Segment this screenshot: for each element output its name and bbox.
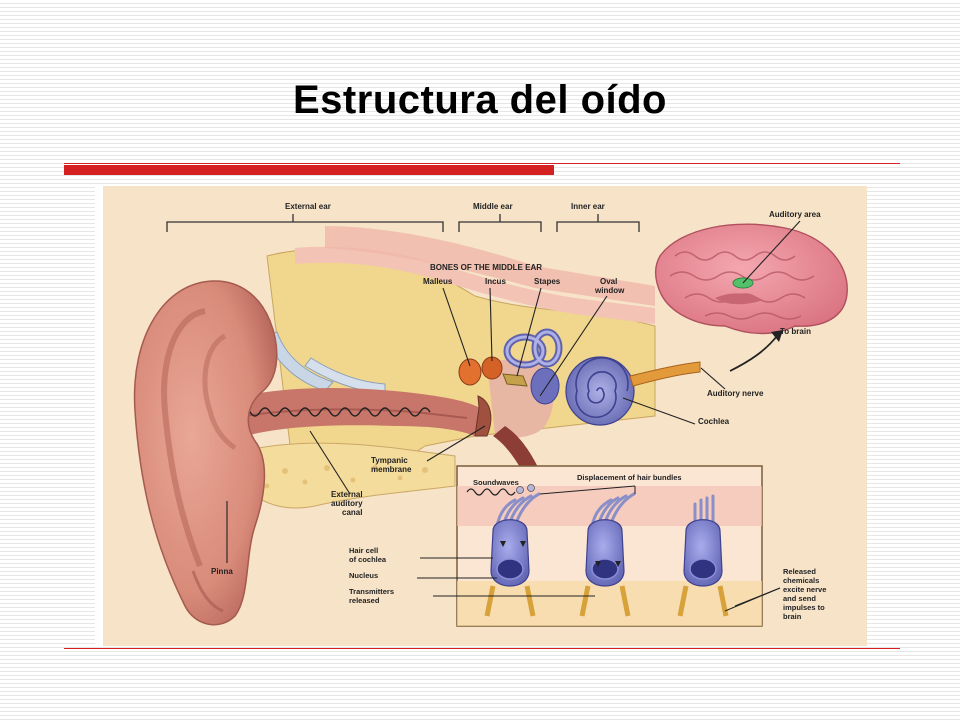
inner-ear-label: Inner ear [571,202,605,211]
cartilage-strip [264,331,334,392]
stapes-bone [502,373,528,387]
antihelix-fold [202,333,237,451]
leader-lines [226,220,801,563]
hair-cell-label-1: Hair cell [349,546,378,555]
skin-layer [295,246,655,324]
canal-shade [244,408,468,419]
wave-bead-2 [527,484,535,492]
released-label-2: chemicals [783,576,819,585]
brain-shape [654,223,848,335]
released-label-6: brain [783,612,802,621]
incus-label: Incus [485,277,506,286]
oval-window-label-1: Oval [600,277,617,286]
helix-fold [161,308,206,568]
earlobe-fold [191,570,224,613]
malleus-bone [458,358,482,386]
cochlea-spiral [575,357,629,418]
released-label-4: and send [783,594,816,603]
soundwaves-label: Soundwaves [473,478,519,487]
bottom-rule [64,648,900,649]
title-underline [64,165,554,175]
auditory-nerve-label: Auditory nerve [707,389,764,398]
canal-label-3: canal [342,508,362,517]
section-brackets [166,214,640,232]
released-label-3: excite nerve [783,585,826,594]
bones-heading: BONES OF THE MIDDLE EAR [430,263,542,272]
released-label-1: Released [783,567,816,576]
auditory-area-label: Auditory area [769,210,821,219]
to-brain-arrow [729,335,778,372]
slide-title: Estructura del oído [293,78,667,122]
top-rule [64,163,900,164]
canal-label-2: auditory [331,499,363,508]
oval-window-label-2: window [594,286,625,295]
hair-cell-inset [417,465,781,627]
hair-cell-label-2: of cochlea [349,555,387,564]
cartilage-strip-2 [304,357,386,395]
mastoid-bone [244,442,456,509]
tissue-layer [325,226,655,306]
to-brain-arrowhead [771,330,783,342]
stapes-label: Stapes [534,277,561,286]
inset-leader-lines [417,485,781,612]
bone-pores [264,465,428,489]
middle-ear-label: Middle ear [473,202,513,211]
inset-arrows [500,541,621,567]
cochlea-label: Cochlea [698,417,730,426]
displacement-label: Displacement of hair bundles [577,473,682,482]
pinna-shape [133,280,278,626]
transmitters-label-1: Transmitters [349,587,394,596]
tympanic-label-2: membrane [371,465,412,474]
ear-canal [235,388,480,436]
cochlea-shape [565,356,635,426]
canal-label-1: External [331,490,363,499]
tympanic-membrane-shape [474,395,492,437]
soundwave-icon [239,407,431,417]
tympanic-label-1: Tympanic [371,456,408,465]
hair-cell-1 [484,492,541,617]
temporal-lobe-fold [715,293,763,305]
semicircular-highlight [505,330,561,367]
malleus-label: Malleus [423,277,453,286]
to-brain-label: To brain [780,327,811,336]
ear-anatomy-figure: External ear Middle ear Inner ear [95,186,867,646]
auditory-nerve-shape [629,361,701,387]
eustachian-tube [493,426,540,476]
ear-diagram: External ear Middle ear Inner ear [103,186,867,646]
inset-soundwave-icon [466,488,516,496]
pinna-label: Pinna [211,567,233,576]
released-label-5: impulses to [783,603,825,612]
inset-base [457,581,762,626]
hair-cell-2 [579,492,636,617]
external-ear-label: External ear [285,202,331,211]
nucleus-label: Nucleus [349,571,378,580]
transmitters-label-2: released [349,596,380,605]
wave-bead [516,486,524,494]
vestibule [530,367,560,405]
